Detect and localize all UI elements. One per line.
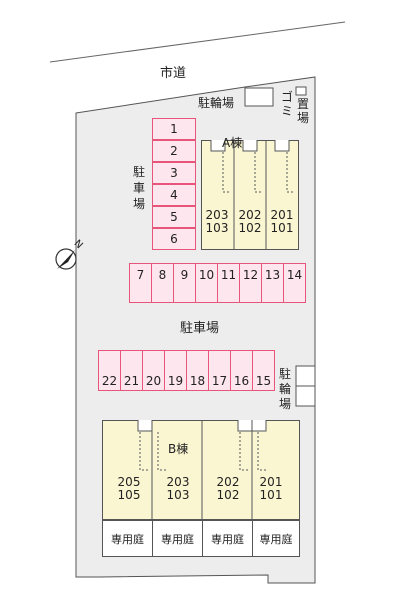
private-garden: 専用庭 <box>202 520 253 557</box>
parking-stall: 9 <box>173 263 196 303</box>
bicycle-parking-top <box>244 87 274 107</box>
parking-stall: 8 <box>151 263 174 303</box>
trash-area-label-2: 置場 <box>296 97 309 125</box>
parking-stall: 21 <box>120 350 143 391</box>
parking-stall: 16 <box>230 350 253 391</box>
parking-stall: 4 <box>152 184 196 206</box>
parking-stall: 10 <box>195 263 218 303</box>
parking-stall: 11 <box>217 263 240 303</box>
parking-stall: 19 <box>164 350 187 391</box>
parking-stall: 20 <box>142 350 165 391</box>
parking-stall: 18 <box>186 350 209 391</box>
parking-stall: 2 <box>152 140 196 162</box>
building-b-name: B棟 <box>168 442 189 456</box>
trash-area-label: ゴミ <box>280 90 293 118</box>
bicycle-parking-label: 駐輪場 <box>198 96 235 110</box>
private-garden: 専用庭 <box>252 520 300 557</box>
parking-stall: 7 <box>129 263 152 303</box>
parking-stall: 17 <box>208 350 231 391</box>
parking-label-center: 駐車場 <box>180 321 220 336</box>
building-a-name: A棟 <box>222 136 243 150</box>
private-garden: 専用庭 <box>102 520 153 557</box>
parking-stall: 15 <box>252 350 275 391</box>
trash-box <box>295 86 307 96</box>
parking-stall: 1 <box>152 118 196 140</box>
parking-stall: 14 <box>283 263 306 303</box>
bicycle-parking-right-label: 駐輪場 <box>278 367 291 411</box>
building-b <box>102 420 300 520</box>
road-label: 市道 <box>160 66 187 81</box>
road-edge-line <box>49 21 346 63</box>
private-garden: 専用庭 <box>152 520 203 557</box>
building-b-units <box>137 420 267 520</box>
parking-stall: 6 <box>152 228 196 250</box>
building-a-units <box>210 140 295 250</box>
parking-stall: 3 <box>152 162 196 184</box>
parking-stall: 5 <box>152 206 196 228</box>
parking-stall: 12 <box>239 263 262 303</box>
parking-label-left: 駐車場 <box>132 165 145 211</box>
building-a <box>201 140 299 250</box>
parking-stall: 22 <box>98 350 121 391</box>
parking-stall: 13 <box>261 263 284 303</box>
compass-icon <box>55 248 77 270</box>
